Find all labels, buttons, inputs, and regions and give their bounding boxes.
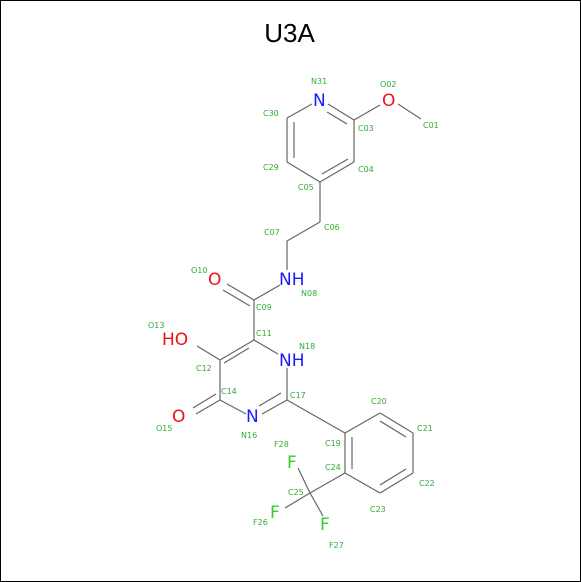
label-n16: N16 [241,431,257,440]
label-c21: C21 [417,424,433,433]
label-c07: C07 [264,228,280,237]
bond-c20-c21 [379,412,414,434]
label-c12: C12 [196,364,212,373]
label-c30: C30 [263,109,279,118]
bond-c17-c19 [286,399,346,434]
label-f27: F27 [329,541,344,550]
bond-c20-c21-inner [379,420,407,438]
label-c19: C19 [325,439,341,448]
bond-c19-c20 [344,412,381,434]
bond-c11-c12-inner [223,347,250,364]
bond-c03-n31 [327,103,355,121]
label-n08: N08 [301,289,317,298]
bond-o02-c01 [397,103,422,120]
atom-o13: HO [162,330,188,350]
molecule-title: U3A [264,18,315,48]
label-c24: C24 [325,463,341,472]
bond-c17-n16-inner [258,392,282,407]
bond-c24-c25 [309,472,346,494]
label-o02: O02 [380,80,396,89]
label-c29: C29 [263,163,279,172]
bond-c22-c23 [379,472,414,494]
atom-o15: O [172,407,185,427]
atom-n31: N [313,91,326,111]
bond-c09-o10 [226,283,255,301]
label-c20: C20 [371,397,387,406]
label-c06: C06 [324,223,340,232]
atom-n16: N [246,407,259,427]
bond-c05-c04-inner [321,158,349,175]
label-n31: N31 [311,77,327,86]
label-o10: O10 [191,266,207,275]
label-f26: F26 [253,518,268,527]
bond-c05-c04 [319,161,355,183]
label-c23: C23 [370,505,386,514]
label-c17: C17 [290,391,306,400]
label-c01: C01 [423,121,439,130]
atom-o10: O [208,270,221,290]
bond-c17-n16 [261,399,288,415]
bond-c09-o10-double [222,289,251,307]
label-f28: F28 [274,440,289,449]
label-c05: C05 [298,183,314,192]
bond-c03-n31-inner [326,111,348,125]
atom-f28: F [287,453,297,473]
label-c22: C22 [419,479,435,488]
bond-n08-c09 [253,284,281,301]
bond-c22-c23-inner [379,468,407,486]
label-c03: C03 [358,124,374,133]
bond-c25-f27 [309,492,324,517]
atom-symbols: N O NH O HO NH N O F F F [162,91,395,535]
label-c09: C09 [256,303,272,312]
label-o15: O15 [156,424,172,433]
bond-c03-o02 [353,104,381,121]
atom-n18: NH [279,351,305,371]
bonds [192,103,422,517]
label-c04: C04 [358,165,374,174]
label-c11: C11 [256,329,272,338]
bond-c06-c07 [286,221,321,242]
atom-n08: NH [279,270,305,290]
label-c25: C25 [288,488,304,497]
atom-o02: O [382,91,395,111]
label-c14: C14 [221,387,237,396]
atom-f27: F [320,515,330,535]
atom-f26: F [270,503,280,523]
bond-c29-c05 [286,161,321,183]
bond-n31-c30 [286,103,313,119]
bond-c25-f26 [284,492,311,509]
bond-c11-n18 [253,339,279,355]
atom-index-labels: C01 O02 C03 C04 C05 C06 C07 N08 C09 O10 … [148,77,439,550]
label-n18: N18 [299,342,315,351]
bond-c14-o15-double [192,393,217,409]
bond-c25-f28 [297,467,311,494]
bond-c14-o15 [195,399,221,415]
bond-c11-c12 [219,339,255,361]
bond-n16-c14 [219,399,247,415]
bond-c12-o13 [196,345,221,361]
bond-c23-c24 [344,472,381,494]
label-o13: O13 [148,321,164,330]
